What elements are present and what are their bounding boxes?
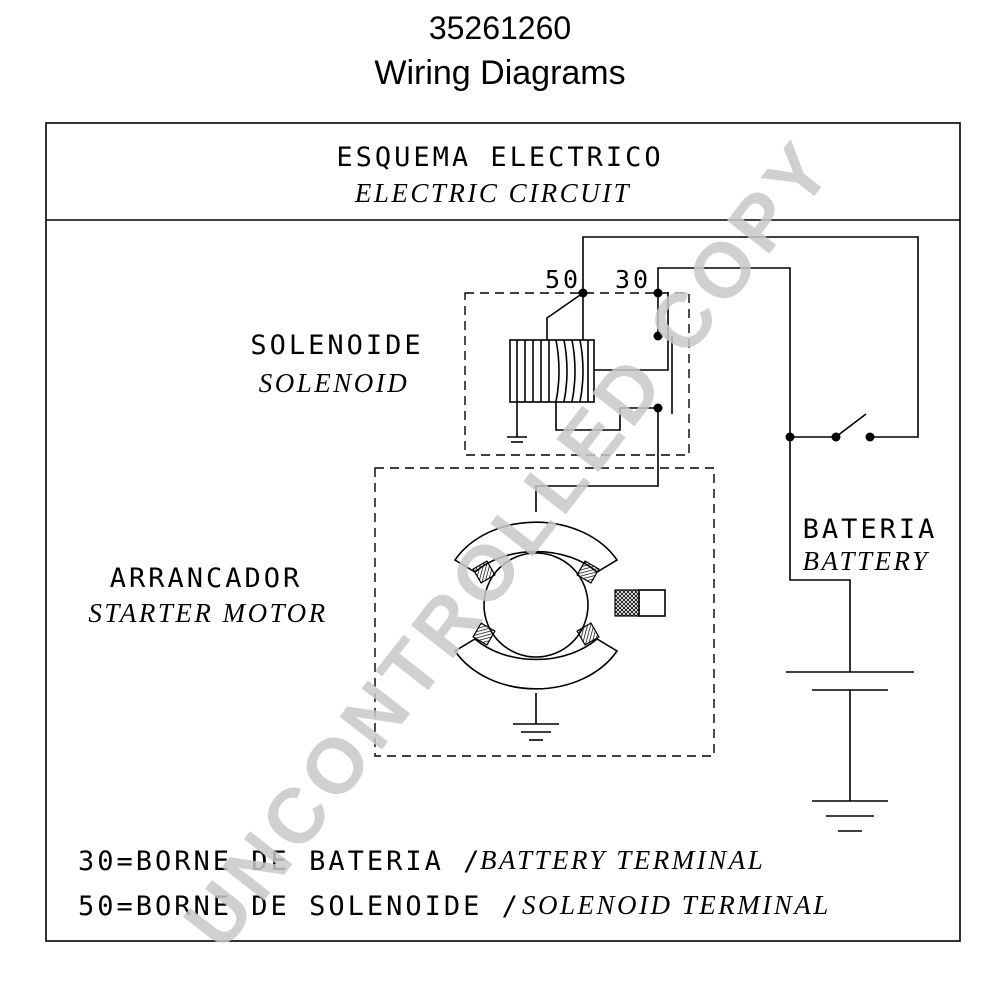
solenoid-label-es: SOLENOIDE [250, 330, 423, 361]
legend-line1-es: 30=BORNE DE BATERIA / [78, 846, 482, 877]
terminal-30-label: 30 [615, 265, 651, 294]
box-title-es: ESQUEMA ELECTRICO [336, 142, 663, 173]
uncontrolled-copy-watermark: UNCONTROLLED COPY [167, 123, 851, 964]
battery-label-es: BATERIA [803, 514, 938, 545]
terminal-50-label: 50 [545, 265, 581, 294]
starter-label-en: STARTER MOTOR [88, 598, 327, 628]
junction-dots [578, 288, 875, 442]
page-title: Wiring Diagrams [374, 54, 626, 92]
solenoid-coil [509, 339, 595, 403]
starter-motor-symbol [453, 521, 666, 741]
part-number: 35261260 [428, 10, 572, 46]
box-title-en: ELECTRIC CIRCUIT [354, 178, 631, 208]
legend-line2-es: 50=BORNE DE SOLENOIDE / [78, 891, 521, 922]
solenoid-label-en: SOLENOID [259, 368, 410, 398]
main-wiring [535, 236, 919, 672]
solenoid-box [464, 292, 690, 456]
battery-label-en: BATTERY [802, 546, 930, 576]
starter-motor-box [374, 467, 715, 757]
diagram-frame [45, 122, 961, 942]
battery-symbol [786, 671, 914, 832]
legend-line1-en: BATTERY TERMINAL [480, 845, 765, 875]
legend-line2-en: SOLENOID TERMINAL [522, 890, 831, 920]
starter-label-es: ARRANCADOR [110, 563, 303, 594]
solenoid-wiring [507, 292, 673, 443]
